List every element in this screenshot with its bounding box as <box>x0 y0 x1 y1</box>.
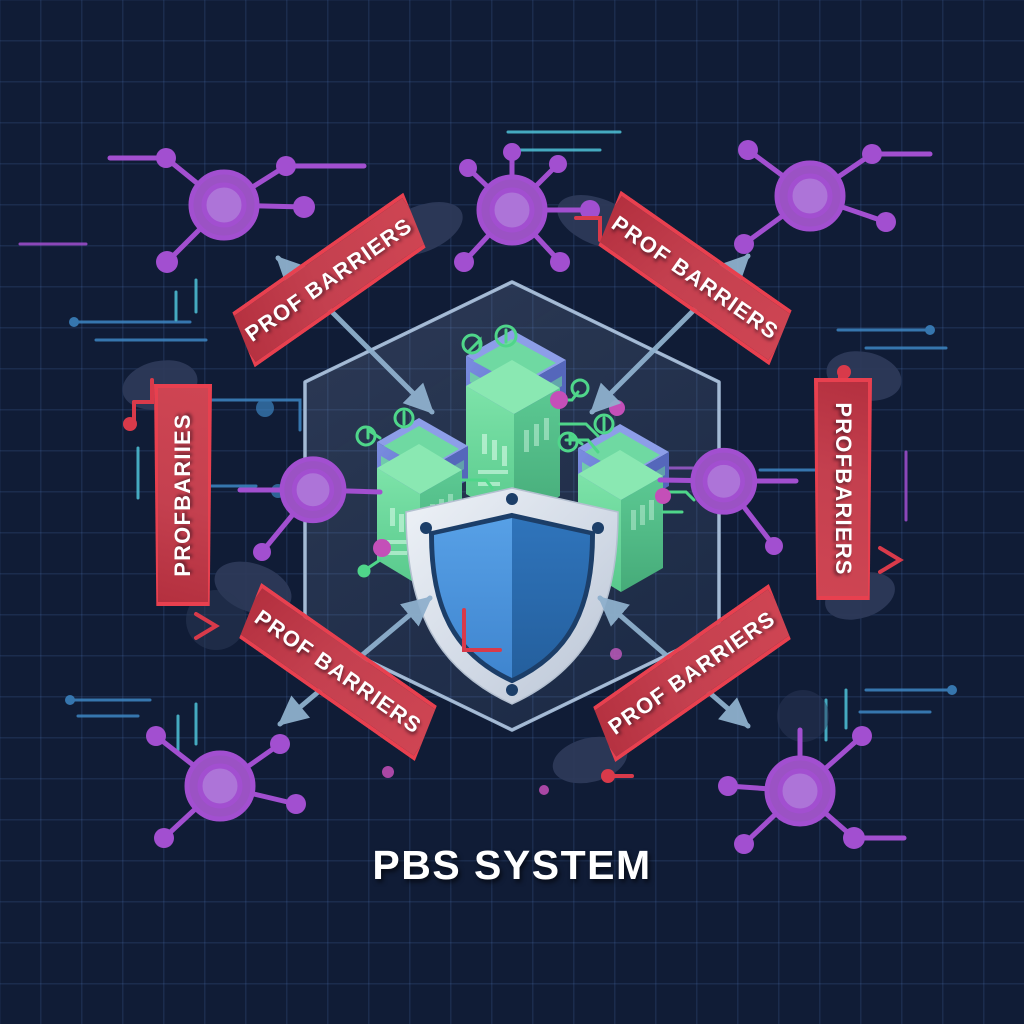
server-rack-center <box>466 330 566 522</box>
node-bottom-left <box>146 726 306 848</box>
shield-icon <box>405 487 619 705</box>
node-top-center <box>454 143 600 272</box>
server-circuit-traces <box>355 324 696 578</box>
red-accent-traces <box>123 216 904 783</box>
node-mid-left <box>237 459 383 561</box>
node-top-left <box>107 148 367 273</box>
node-top-right <box>734 140 933 254</box>
node-bottom-right <box>718 726 907 854</box>
node-mid-right <box>657 450 799 555</box>
page-title: PBS SYSTEM <box>372 842 652 888</box>
